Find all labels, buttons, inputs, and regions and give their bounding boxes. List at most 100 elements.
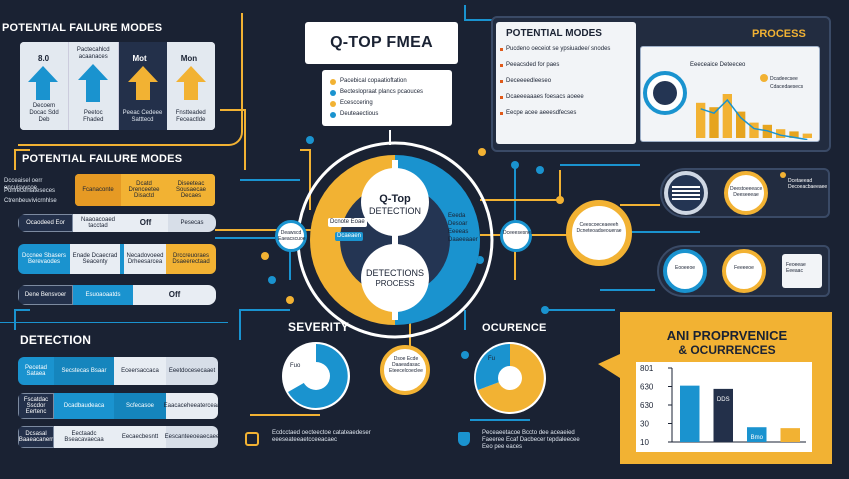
row-cell: Drccreuoraes Dsaeerectaad — [166, 244, 216, 274]
bullet-label: Dcaeeeaaaes foesacs aoeee — [506, 94, 584, 100]
bullet-label: Deceeeedleeseo — [506, 78, 552, 84]
severity-pie — [282, 342, 350, 410]
node-right-label: Dceeesesneaalcees — [503, 230, 549, 236]
hub-chip-left-2: Dcaeaen — [335, 232, 364, 241]
y-tick-label: 630 — [640, 401, 654, 410]
row-cell: Dcadbaudeaca — [54, 393, 114, 419]
bottom-right-heading-1: ANI PROPRVENICE — [666, 328, 788, 343]
row-cell: Pecetad Sataea — [18, 357, 54, 385]
row-cell: Necadovoeed Drheesarcea — [120, 244, 166, 274]
bullet-item: Deceeeedleeseo — [500, 78, 630, 85]
legend-item: Deuteaectious — [330, 109, 444, 120]
y-tick-label: 10 — [640, 438, 649, 447]
bullet-label: Eecpe acee aeeesdfecses — [506, 110, 577, 116]
row2-node-2 — [722, 249, 766, 293]
node-far-right-label: Ceescoeceaeeeh Dcneteoadseouerae — [576, 222, 622, 234]
row-cell: Fscatdac Sscdor Eertenc — [18, 393, 54, 419]
hub-chip-left-1: Dcnote Eoae — [328, 218, 367, 227]
row-cell: Eectaadc Bseacavaecaa — [54, 426, 114, 448]
bar — [780, 428, 800, 442]
row-cell: Off — [133, 285, 216, 305]
hub-top-sub: DETECTION — [368, 206, 421, 216]
bullet-item: Dcaeeeaaaes foesacs aoeee — [500, 94, 630, 101]
detection-row-1: Pecetad Sataea Secstecas Bsaar Eceersacc… — [18, 357, 218, 385]
center-hub — [296, 141, 494, 339]
row-cell: Naaoacoaed tacctad — [73, 214, 123, 232]
legend-label: Deuteaectious — [340, 111, 379, 117]
bar — [747, 427, 767, 442]
bar — [709, 107, 719, 138]
hub-bottom-label: DETECTIONS — [365, 268, 424, 278]
row-cell: Eaacaceheeaterceaa — [164, 393, 218, 419]
occurrence-caption: Peceaeetacoe Bccto dee aceaeied Faeeree … — [482, 430, 580, 450]
occurrence-heading: OCURENCE — [482, 322, 547, 334]
column-caption: Fnstteaded Feceactlde — [175, 110, 206, 123]
detection-frame — [0, 322, 228, 323]
column-head: Mon — [180, 54, 198, 63]
legend-label: Ecesccering — [340, 100, 373, 106]
row2-node-3 — [782, 254, 822, 288]
bar — [776, 129, 786, 138]
row1-node-2 — [724, 171, 768, 215]
bottom-right-heading-2: & OCURRENCES — [678, 343, 776, 357]
bullet-dot — [500, 112, 503, 115]
hub-right-text: Eeeda Desoar Eeeeas Daaeeaaer — [448, 213, 478, 243]
row-cell: Fcanaconte — [75, 174, 121, 206]
legend-label: Pacebical copaatioftation — [340, 78, 407, 84]
y-tick-label: 630 — [640, 383, 654, 392]
row1-node-3-label: Dcetaeead Decoeacbaeeaee — [788, 178, 828, 190]
legend-item: Ecesccering — [330, 98, 444, 109]
arrow-up-icon — [78, 64, 109, 102]
arrow-up-icon — [127, 66, 158, 100]
bullet-dot — [500, 80, 503, 83]
bar — [696, 102, 706, 138]
failure-column-1: 8.0 Decoem Docac Sdd Deb — [20, 42, 70, 130]
bar-label: Bmo — [751, 435, 764, 441]
side-note-2: Ponreceniateseces — [4, 188, 56, 194]
column-head: 8.0 — [38, 54, 50, 63]
row-cell: Diseeteac Sousaecae Decaes — [167, 174, 215, 206]
mid-left-heading: POTENTIAL FAILURE MODES — [22, 153, 183, 165]
row-cell: Dene Bensvoer — [18, 285, 73, 305]
failure-row-2: Ocaodeed Eor Naaoacoaed tacctad Off Pese… — [18, 214, 216, 232]
bullet-dot — [500, 48, 503, 51]
column-caption: Peeac Cedeee Satttecd — [122, 110, 163, 123]
occurrence-badge-icon — [458, 432, 470, 446]
legend-box: Pacebical copaatioftation Becteslopraat … — [322, 70, 452, 126]
bullet-item: Peeacsded for paes — [500, 62, 630, 69]
top-right-sheet — [496, 22, 636, 144]
bar — [802, 133, 812, 138]
top-right-bar-chart — [696, 94, 812, 140]
column-top: Pactecahlcd acaanaces — [76, 47, 110, 60]
column-head: Mot — [132, 54, 147, 63]
row-cell: Dccnee Sbasers Berevaodes — [18, 244, 70, 274]
row-cell: Pesecas — [168, 214, 216, 232]
detection-heading: DETECTION — [20, 333, 92, 347]
row-cell: Off — [123, 214, 168, 232]
top-right-heading: POTENTIAL MODES — [506, 28, 602, 39]
occurrence-pie-label: Fu — [488, 356, 496, 362]
lightbulb-icon — [760, 74, 768, 82]
arrow-up-icon — [28, 66, 58, 100]
bullet-item: Pucdeno oeceiot se ypsiuadee/ snodes — [500, 46, 630, 53]
trend-line — [700, 98, 808, 140]
failure-column-4: Mon Fnstteaded Feceactlde — [166, 42, 215, 130]
severity-pie-label: Fuo — [290, 363, 301, 369]
node-far-right — [566, 200, 632, 266]
hub-top-label: Q-Top — [379, 193, 411, 205]
node-left — [275, 220, 307, 252]
row-cell: Eceersaccaca — [114, 357, 166, 385]
row1-node-3 — [780, 172, 786, 178]
legend-dot — [330, 78, 336, 85]
side-note-3: Ctrenbeuvivicrnhlse — [4, 198, 57, 204]
severity-badge-icon — [245, 432, 259, 446]
row-cell: Dcatd Drenceetee Disactd — [121, 174, 167, 206]
page-title: Q-TOP FMEA — [330, 34, 433, 51]
column-caption: Decoem Docac Sdd Deb — [29, 103, 59, 123]
bullet-label: Peeacsded for paes — [506, 62, 560, 68]
severity-mid-node — [380, 345, 430, 395]
row1-node-1-bars — [672, 186, 700, 200]
top-left-panel — [18, 13, 243, 146]
bullet-label: Pucdeno oeceiot se ypsiuadee/ snodes — [506, 46, 611, 52]
bar — [680, 385, 700, 442]
